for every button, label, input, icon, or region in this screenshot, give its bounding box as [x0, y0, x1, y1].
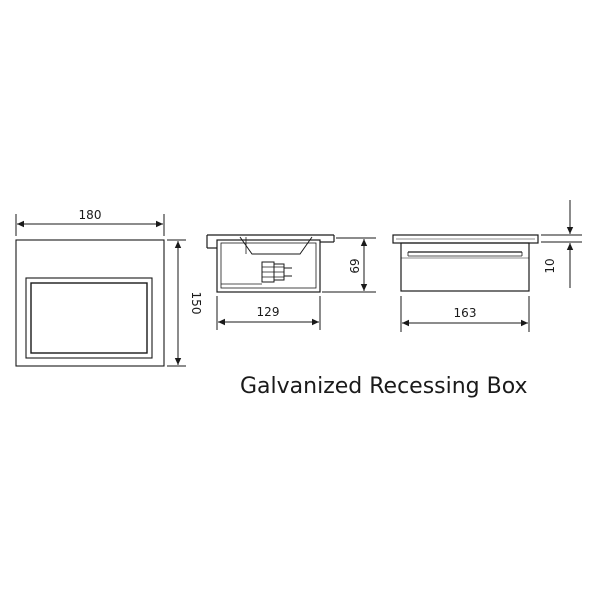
dimension-label-front-width: 180: [79, 208, 102, 222]
front-opening-inner: [30, 282, 148, 354]
dimension-front-width: 180: [15, 208, 165, 236]
top-body: [400, 242, 530, 292]
cable-gland-icon: [261, 261, 292, 283]
dimension-label-top-width: 163: [454, 306, 477, 320]
drawing-title: Galvanized Recessing Box: [240, 374, 528, 399]
front-view: [15, 239, 165, 367]
dimension-label-flange: 10: [543, 258, 557, 273]
side-body: [216, 239, 321, 293]
dimension-label-side-width: 129: [257, 305, 280, 319]
dimension-side-depth: 69: [322, 237, 376, 293]
dimension-label-side-depth: 69: [347, 258, 361, 273]
dimension-front-height: 150: [167, 239, 203, 367]
dimension-label-front-height: 150: [189, 292, 203, 315]
dimension-flange: 10: [541, 200, 582, 288]
front-opening-outer: [25, 277, 153, 359]
front-frame: [15, 239, 165, 367]
side-view: [206, 234, 335, 293]
top-view: [392, 234, 539, 292]
dimension-side-width: 129: [216, 296, 321, 330]
dimension-top-width: 163: [400, 296, 530, 332]
